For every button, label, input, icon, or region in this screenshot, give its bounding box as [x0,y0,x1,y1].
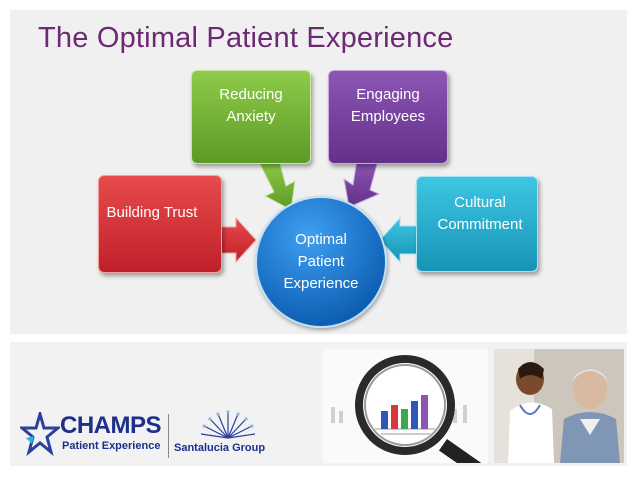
champs-logo-text: CHAMPS [60,412,162,439]
nurse-patient-photo [494,349,624,463]
reducing-anxiety-label: Reducing Anxiety [219,86,283,125]
champs-logo-subtitle: Patient Experience [62,440,161,452]
center-label: Optimal Patient Experience [283,231,359,292]
logo-divider [168,414,169,458]
santalucia-sunburst-icon [200,410,256,439]
optimal-patient-experience-circle: Optimal Patient Experience [255,196,387,328]
santalucia-logo-text: Santalucia Group [174,442,266,454]
magnifier-chart-photo [323,349,488,463]
cultural-commitment-label: Cultural Commitment [437,194,523,233]
engaging-employees-label: Engaging Employees [350,86,426,125]
slide-title: The Optimal Patient Experience [38,22,454,54]
nurse-patient-illustration [494,349,624,463]
building-trust-label: Building Trust [106,204,198,221]
cultural-commitment-box: Cultural Commitment [416,176,538,272]
building-trust-box: Building Trust [98,175,222,273]
magnifier-chart-illustration [323,349,488,463]
engaging-employees-box: Engaging Employees [328,70,448,164]
reducing-anxiety-box: Reducing Anxiety [191,70,311,164]
footer-logos: CHAMPS Patient Experience Santalucia Gro… [18,410,298,462]
champs-star-icon [20,412,60,456]
